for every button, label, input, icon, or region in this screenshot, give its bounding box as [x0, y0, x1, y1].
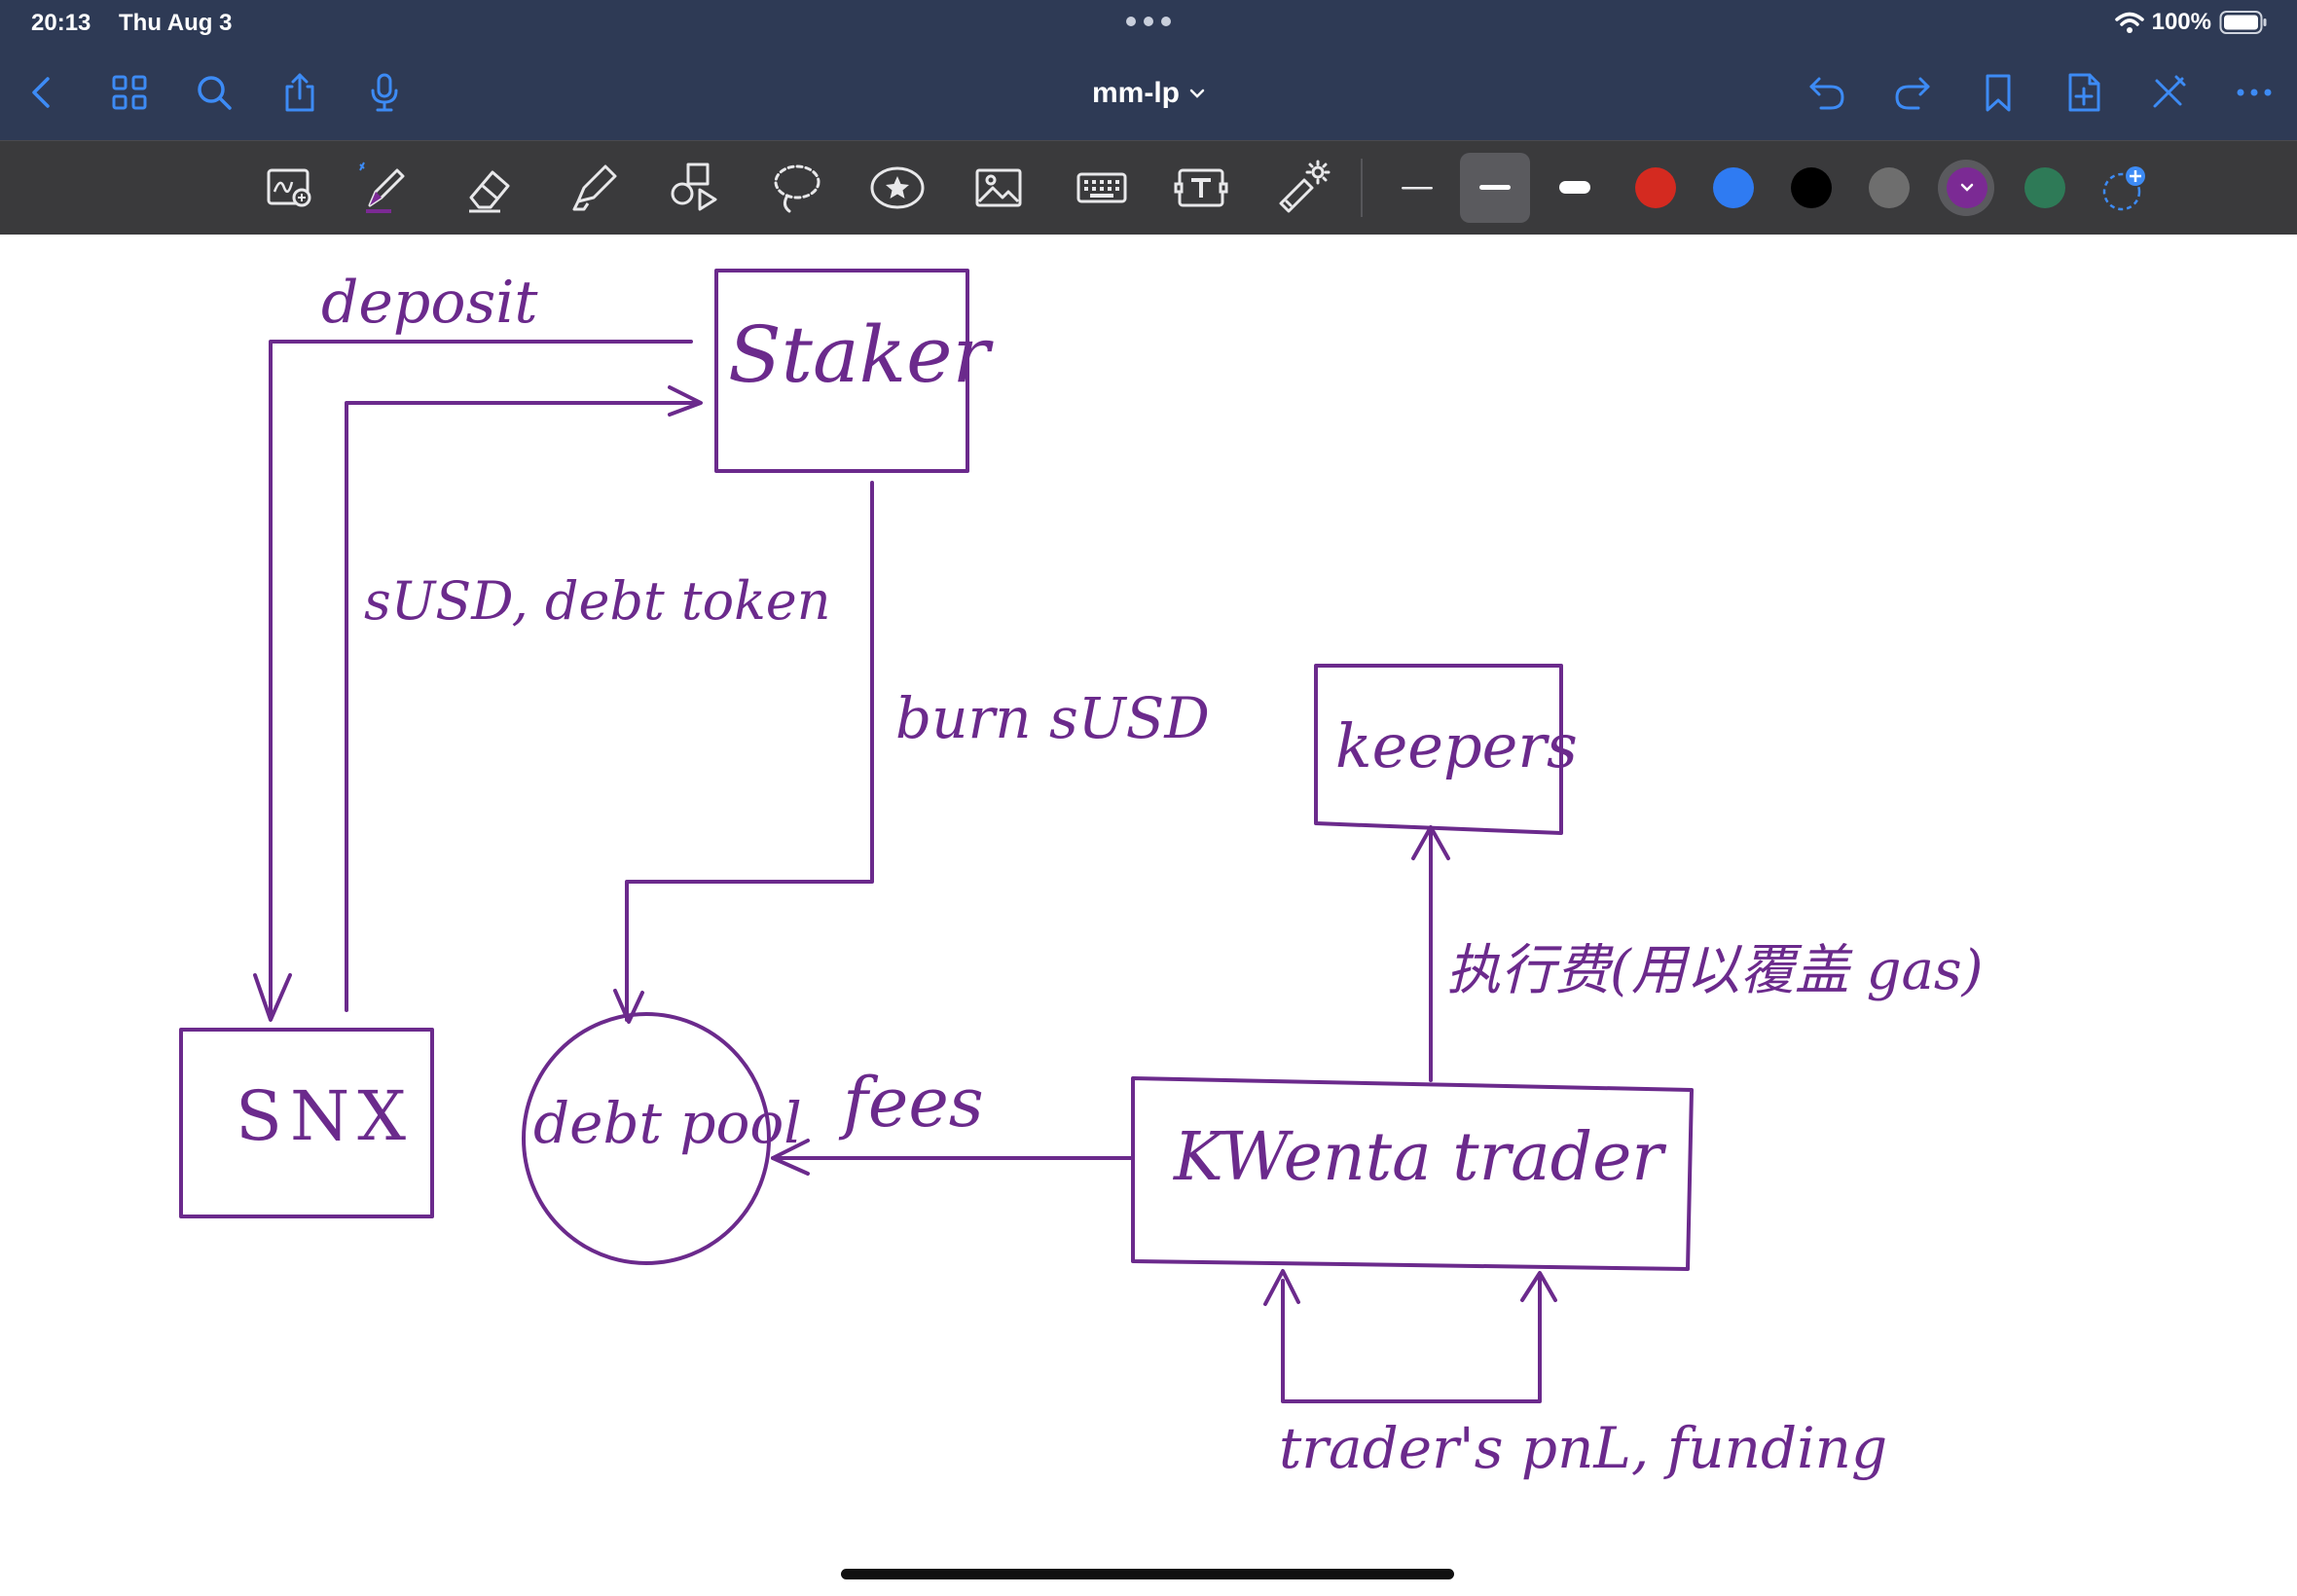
- drawing-toolbar: [0, 140, 2297, 235]
- add-color-icon[interactable]: [2089, 153, 2159, 223]
- status-bar: 20:13 Thu Aug 3 100%: [0, 0, 2297, 45]
- color-red-swatch[interactable]: [1635, 167, 1676, 208]
- stroke-thin-option[interactable]: [1382, 153, 1452, 223]
- snx-label: SNX: [236, 1076, 415, 1156]
- chevron-down-icon: [1960, 183, 1974, 192]
- document-title: mm-lp: [1092, 77, 1180, 109]
- pnl-funding-label: trader's pnL, funding: [1279, 1415, 1888, 1481]
- kwenta-box: [1131, 1076, 1694, 1271]
- deposit-label: deposit: [321, 269, 538, 337]
- status-time: 20:13: [31, 10, 91, 36]
- battery-percent: 100%: [2151, 9, 2211, 35]
- navigation-bar: mm-lp: [0, 45, 2297, 140]
- toolbar-divider: [1361, 159, 1363, 217]
- battery-icon: [2219, 11, 2267, 34]
- stroke-thick-option[interactable]: [1540, 153, 1610, 223]
- susd-debt-label: sUSD, debt token: [364, 570, 831, 632]
- keepers-box: [1314, 664, 1563, 835]
- color-gray-swatch[interactable]: [1869, 167, 1910, 208]
- keyboard-icon[interactable]: [1067, 153, 1137, 223]
- debt-pool-label: debt pool: [533, 1090, 802, 1156]
- undo-icon[interactable]: [1803, 68, 1851, 117]
- image-icon[interactable]: [964, 153, 1034, 223]
- close-pen-icon[interactable]: [2144, 68, 2193, 117]
- pnl-loop: [1281, 1275, 1542, 1403]
- fees-label: fees: [843, 1063, 984, 1143]
- top-bar: 20:13 Thu Aug 3 100%: [0, 0, 2297, 140]
- wifi-icon: [2114, 12, 2144, 33]
- staker-box: [714, 269, 969, 473]
- note-canvas[interactable]: Staker SNX debt pool keepers KWenta trad…: [0, 234, 2297, 1596]
- bookmark-icon[interactable]: [1974, 68, 2023, 117]
- kwenta-label: KWenta trader: [1174, 1119, 1663, 1196]
- status-date: Thu Aug 3: [119, 10, 233, 36]
- deposit-arrow: [269, 340, 693, 1020]
- debt-pool-circle: [522, 1012, 771, 1265]
- highlighter-icon[interactable]: [559, 153, 629, 223]
- lasso-icon[interactable]: [762, 153, 832, 223]
- keepers-label: keepers: [1335, 710, 1578, 781]
- share-icon[interactable]: [275, 68, 324, 117]
- color-blue-swatch[interactable]: [1713, 167, 1754, 208]
- sticker-icon[interactable]: [862, 153, 932, 223]
- textbox-icon[interactable]: [1166, 153, 1236, 223]
- ink-diagram: [179, 269, 1694, 1403]
- redo-icon[interactable]: [1888, 68, 1937, 117]
- home-indicator[interactable]: [841, 1569, 1454, 1579]
- burn-arrow: [625, 481, 874, 1022]
- exec-fee-label: 执行费(用以覆盖 gas): [1446, 939, 1984, 1002]
- more-icon[interactable]: [2230, 68, 2279, 117]
- pen-icon[interactable]: [348, 153, 419, 223]
- color-black-swatch[interactable]: [1791, 167, 1832, 208]
- color-green-swatch[interactable]: [2024, 167, 2065, 208]
- color-purple-swatch[interactable]: [1947, 167, 1987, 208]
- mic-icon[interactable]: [360, 68, 409, 117]
- back-icon[interactable]: [18, 68, 66, 117]
- eraser-icon[interactable]: [456, 153, 526, 223]
- stroke-medium-option[interactable]: [1460, 153, 1530, 223]
- burn-susd-label: burn sUSD: [895, 685, 1210, 751]
- document-title-button[interactable]: mm-lp: [1051, 72, 1246, 115]
- susd-arrow: [345, 401, 701, 1012]
- staker-label: Staker: [728, 309, 990, 400]
- grid-icon[interactable]: [105, 68, 154, 117]
- laser-pointer-icon[interactable]: [1267, 153, 1337, 223]
- zoom-window-icon[interactable]: [255, 153, 325, 223]
- status-right: 100%: [2114, 8, 2268, 37]
- add-page-icon[interactable]: [2060, 68, 2108, 117]
- shapes-icon[interactable]: [659, 153, 729, 223]
- multitasking-dots-icon[interactable]: [1125, 16, 1172, 27]
- search-icon[interactable]: [190, 68, 238, 117]
- chevron-down-icon: [1189, 89, 1205, 98]
- snx-box: [179, 1028, 434, 1218]
